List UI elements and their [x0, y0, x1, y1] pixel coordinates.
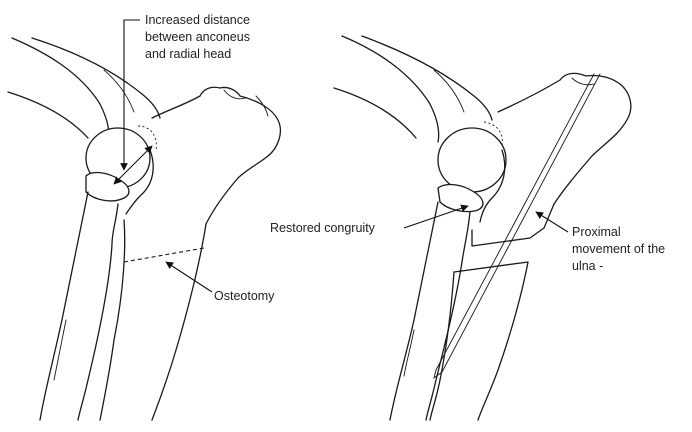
left-ulna-shaft-front [100, 220, 125, 420]
label-increased-distance: Increased distance between anconeus and … [145, 13, 253, 61]
right-ulna-shaft-back [478, 272, 526, 420]
left-humerus-ridge [104, 70, 134, 112]
left-humerus-shaft-lower [8, 92, 88, 138]
right-humerus-shaft [342, 36, 439, 142]
label-osteotomy: Osteotomy [214, 289, 275, 303]
left-radius-shaft-back [78, 204, 118, 420]
right-humerus-lateral-line [362, 36, 492, 120]
left-humerus-lateral-line [32, 38, 160, 118]
right-ulna-shaft-front [430, 272, 454, 420]
label-restored-congruity: Restored congruity [270, 221, 376, 235]
right-radius-shaft-front [390, 202, 438, 420]
left-ulna-olecranon-crest [224, 90, 268, 116]
left-ulna-shaft-back [152, 224, 206, 420]
right-intramedullary-pin-a [436, 74, 594, 370]
left-elbow-illustration [8, 38, 280, 420]
right-ulna-proximal [498, 73, 631, 204]
right-ulna-olecranon-crest [572, 78, 594, 85]
left-ulna-proximal [152, 87, 280, 224]
right-humerus-shaft-lower [334, 88, 416, 138]
right-radius-shaft-back [426, 212, 470, 420]
left-radius-shaft-front [40, 192, 88, 420]
right-humerus-ridge [434, 70, 464, 112]
right-humeral-condyle [438, 128, 506, 192]
left-humerus-shaft [12, 38, 109, 140]
leader-osteotomy [166, 262, 212, 292]
leader-proximal-movement [536, 212, 568, 232]
right-intramedullary-pin-b [442, 74, 600, 372]
label-proximal-movement: Proximal movement of the ulna - [572, 225, 669, 273]
left-osteotomy-line [124, 248, 204, 262]
